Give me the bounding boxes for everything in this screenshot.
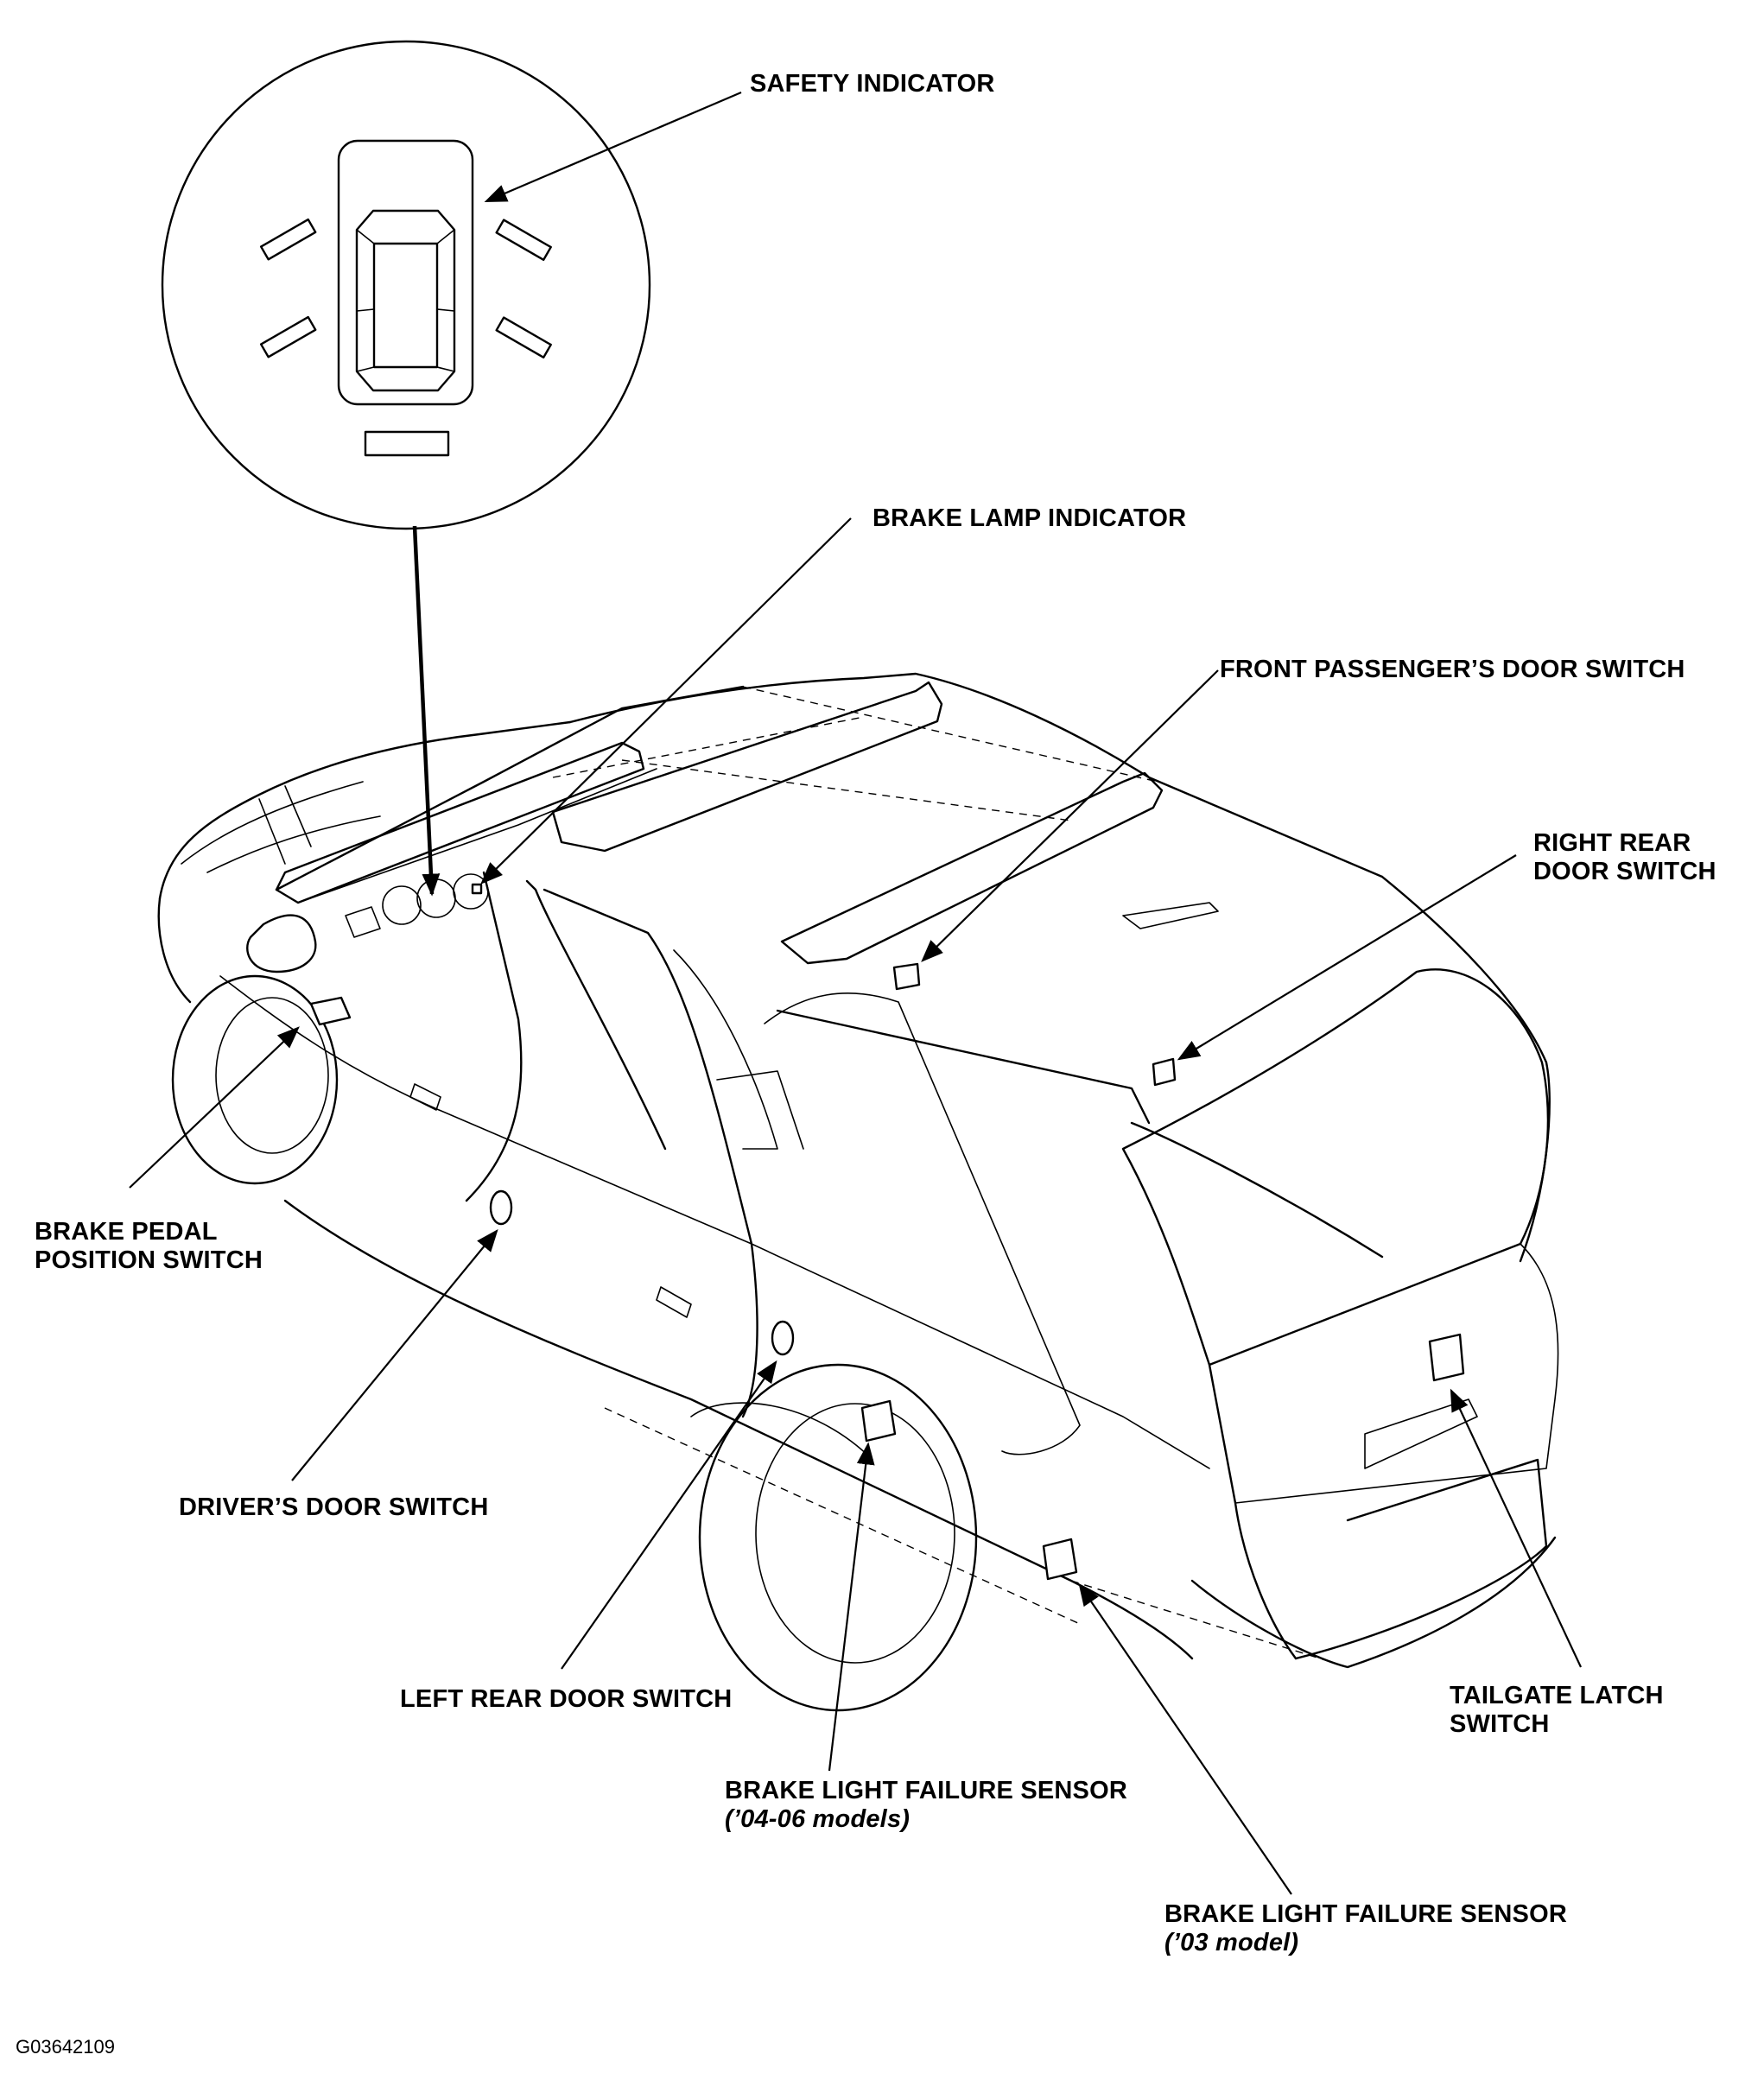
drivers-door-switch-marker	[489, 1189, 513, 1226]
right-rear-door-switch-leader	[1177, 854, 1517, 1061]
label-brake-lamp-indicator: BRAKE LAMP INDICATOR	[872, 504, 1187, 532]
safety-indicator-car-icon	[259, 139, 552, 457]
label-brake-pedal-position-switch: BRAKE PEDAL POSITION SWITCH	[35, 1218, 263, 1275]
label-brake-light-failure-sensor-04-06: BRAKE LIGHT FAILURE SENSOR (’04-06 model…	[725, 1777, 1127, 1834]
label-left-rear-door-switch: LEFT REAR DOOR SWITCH	[400, 1685, 733, 1713]
label-tailgate-latch-switch: TAILGATE LATCH SWITCH	[1450, 1682, 1664, 1739]
brake-light-sensor-03-marker	[1042, 1538, 1078, 1581]
label-right-rear-door-switch: RIGHT REAR DOOR SWITCH	[1533, 829, 1716, 886]
brake-light-sensor-03-leader	[1078, 1582, 1292, 1895]
brake-pedal-switch-leader	[129, 1026, 300, 1189]
label-line: (’04-06 models)	[725, 1805, 911, 1833]
drivers-door-switch-leader	[291, 1228, 498, 1481]
figure-code: G03642109	[16, 2036, 115, 2058]
label-safety-indicator: SAFETY INDICATOR	[750, 70, 995, 98]
brake-lamp-indicator-marker	[471, 883, 483, 895]
brake-lamp-indicator-leader	[480, 517, 852, 885]
vehicle-body	[157, 672, 1559, 1712]
label-line: (’03 model)	[1164, 1929, 1299, 1956]
brake-light-sensor-0406-leader	[828, 1442, 875, 1772]
label-line: RIGHT REAR	[1533, 829, 1691, 857]
tailgate-latch-switch-marker	[1428, 1333, 1465, 1382]
label-line: SWITCH	[1450, 1710, 1550, 1738]
front-passenger-door-switch-marker	[892, 962, 921, 991]
safety-indicator-callout	[161, 40, 742, 530]
label-line: BRAKE LIGHT FAILURE SENSOR	[725, 1777, 1127, 1804]
right-rear-door-switch-marker	[1152, 1057, 1177, 1087]
brake-pedal-switch-marker	[309, 996, 352, 1026]
brake-light-sensor-0406-marker	[860, 1399, 897, 1443]
label-brake-light-failure-sensor-03: BRAKE LIGHT FAILURE SENSOR (’03 model)	[1164, 1900, 1567, 1957]
left-rear-door-switch-marker	[771, 1320, 795, 1356]
label-front-passenger-door-switch: FRONT PASSENGER’S DOOR SWITCH	[1220, 656, 1685, 683]
leader-lines	[129, 517, 1582, 1895]
tailgate-latch-switch-leader	[1450, 1388, 1582, 1668]
label-line: DOOR SWITCH	[1533, 858, 1716, 885]
left-rear-door-switch-leader	[561, 1360, 777, 1670]
label-line: POSITION SWITCH	[35, 1246, 263, 1274]
component-markers	[309, 883, 1465, 1581]
label-line: BRAKE LIGHT FAILURE SENSOR	[1164, 1900, 1567, 1928]
front-passenger-door-switch-leader	[921, 669, 1219, 962]
label-line: BRAKE PEDAL	[35, 1218, 218, 1246]
magnifier-circle	[161, 40, 651, 530]
label-line: TAILGATE LATCH	[1450, 1682, 1664, 1709]
magnifier-connector-arrow	[412, 525, 441, 897]
label-drivers-door-switch: DRIVER’S DOOR SWITCH	[179, 1493, 489, 1521]
